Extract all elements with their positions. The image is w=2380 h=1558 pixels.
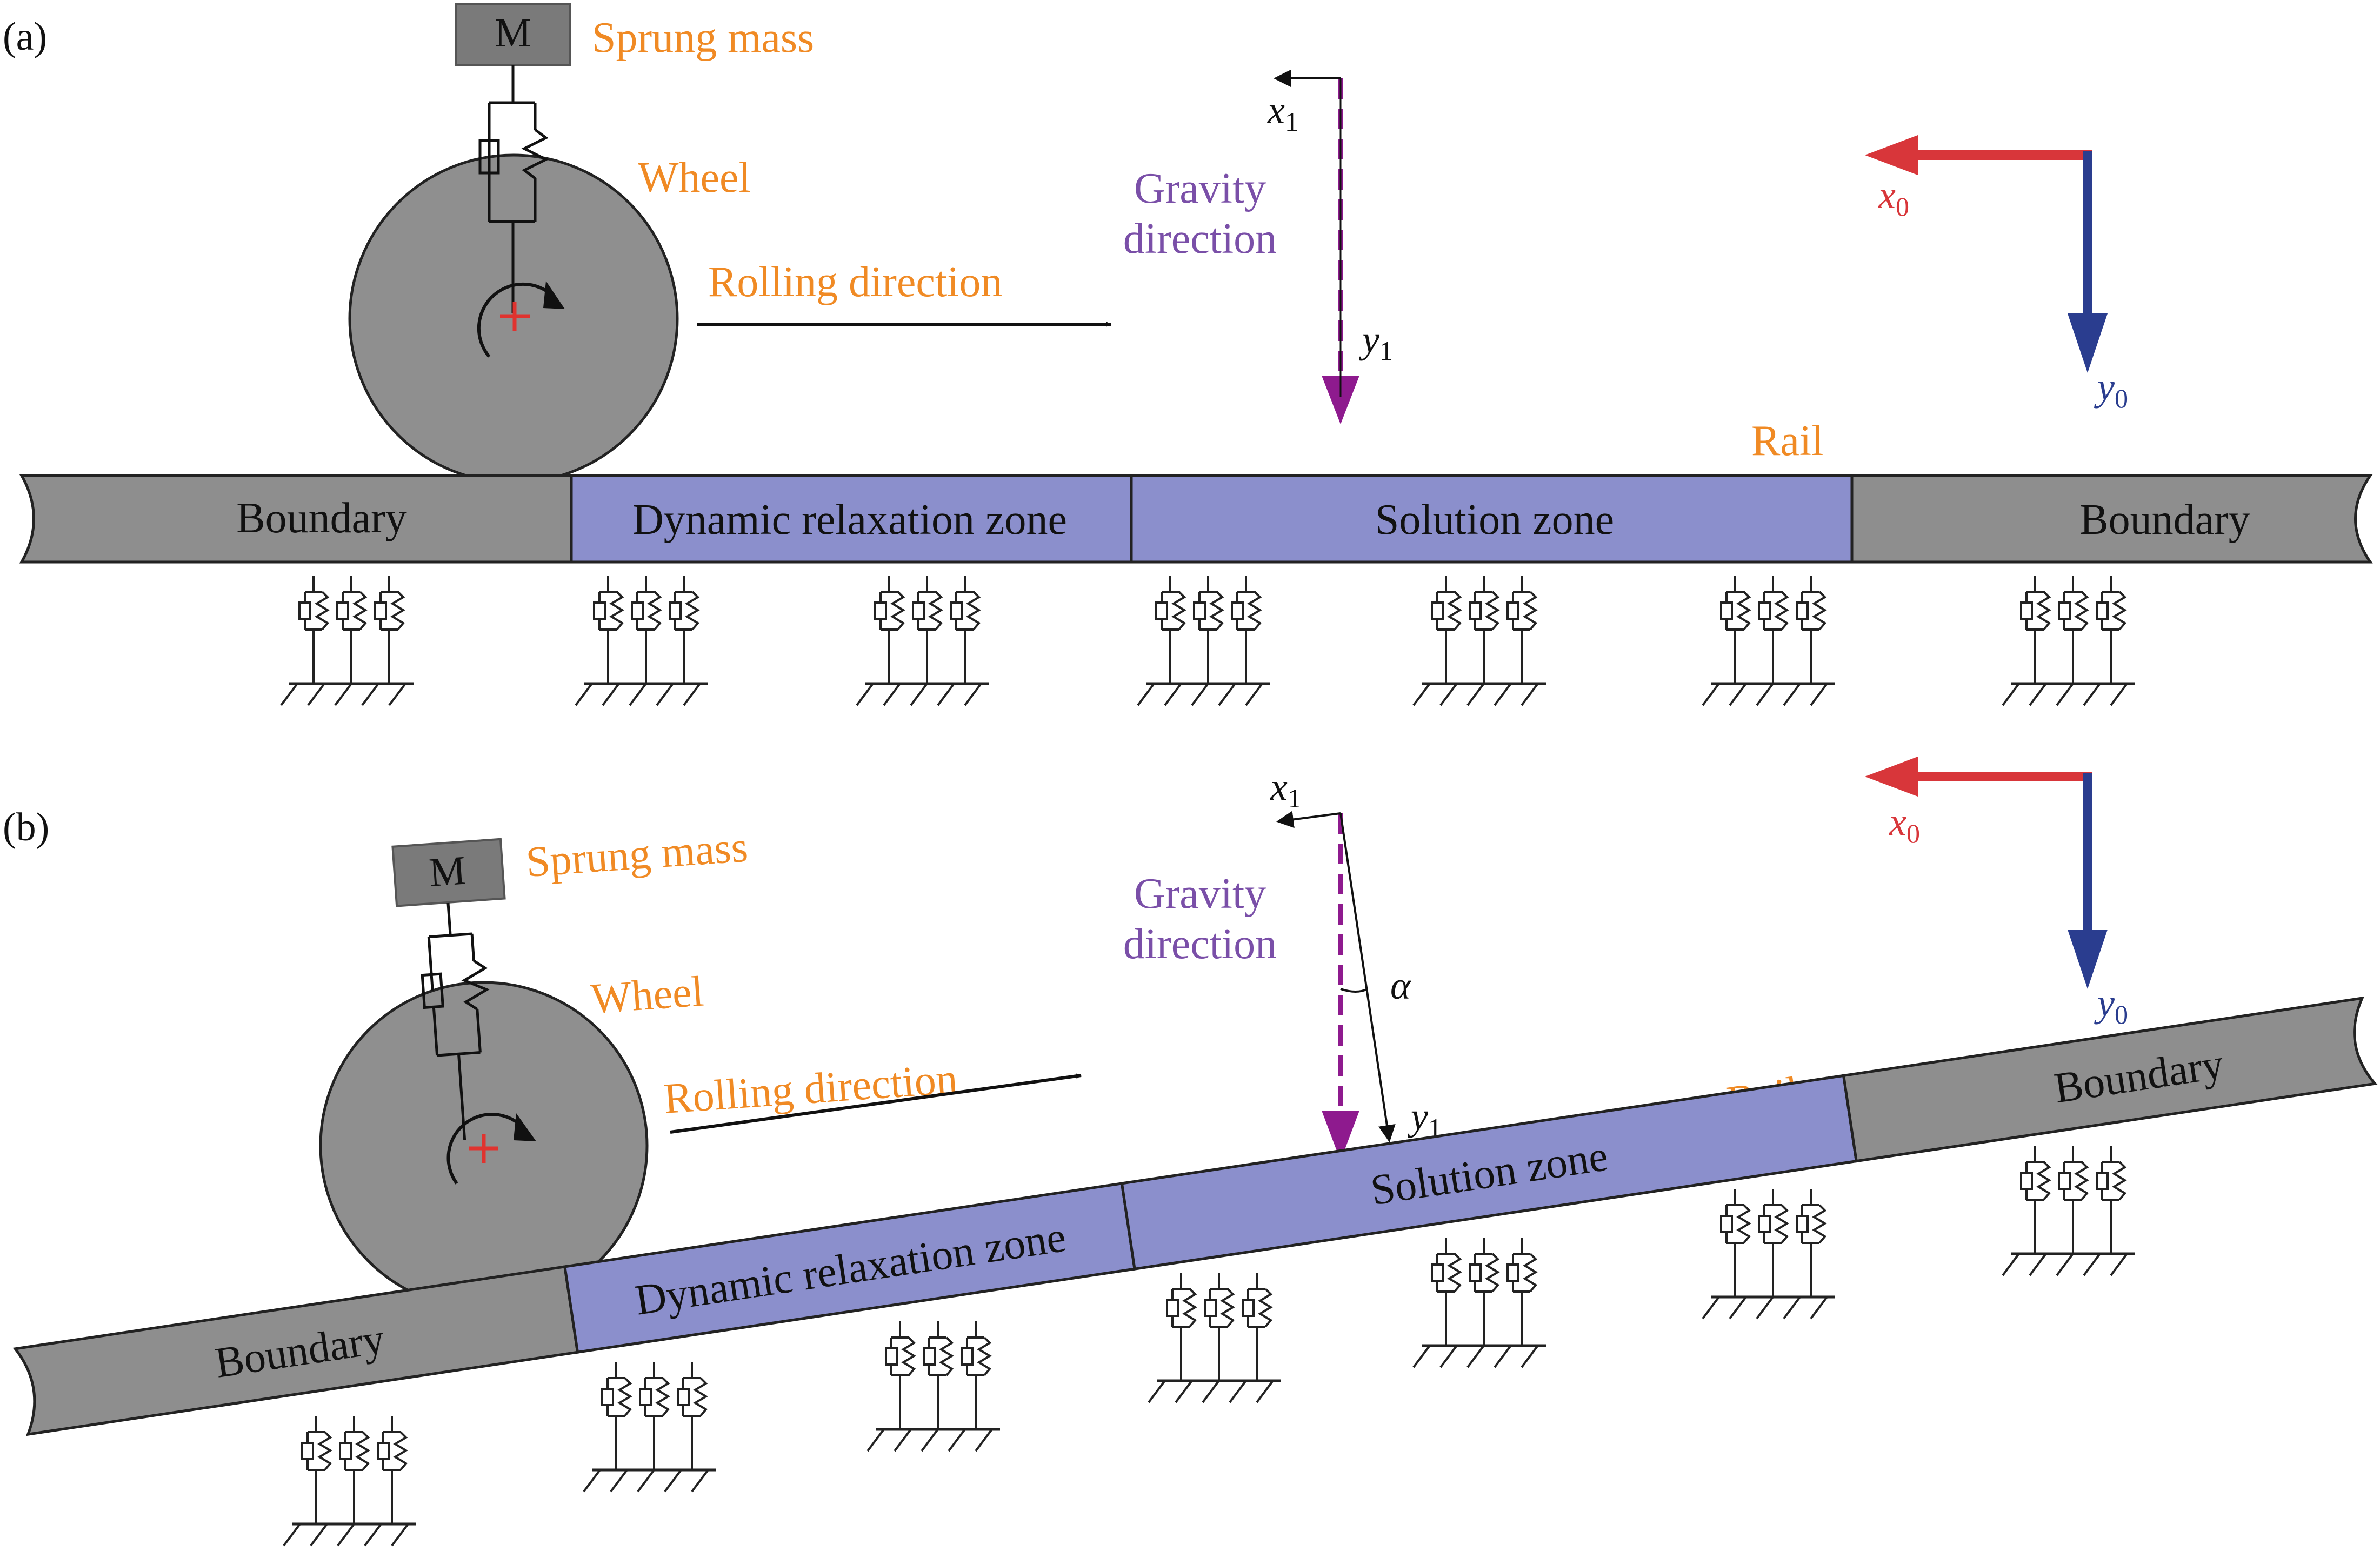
- panel-a-gravity-label-2: direction: [1123, 215, 1277, 263]
- panel-b-gravity-arrowhead: [1322, 1111, 1359, 1161]
- panel-a-zone-boundary-right: [1850, 474, 2373, 564]
- panel-b-sprung-mass-block: [391, 838, 506, 907]
- spring-damper-support: [866, 1321, 1000, 1452]
- panel-a-zone-label-relaxation: Dynamic relaxation zone: [632, 496, 1067, 544]
- panel-a-y0-label: y0: [2094, 365, 2128, 413]
- panel-b-wheel-label: Wheel: [589, 968, 705, 1023]
- panel-b-y1-axis: [1339, 813, 1396, 1142]
- panel-b-wheel-hub-icon: [446, 1113, 536, 1185]
- spring-damper-support: [575, 576, 708, 706]
- panel-a-x0-label: x0: [1878, 173, 1909, 222]
- panel-a-y0-arrowhead: [2068, 313, 2108, 373]
- panel-a-zone-label-boundary-left: Boundary: [236, 494, 407, 542]
- spring-damper-support: [283, 1416, 416, 1547]
- spring-damper-support: [856, 576, 989, 706]
- panel-b-zone-boundary-left: [12, 1265, 579, 1436]
- panel-b-y0-label: y0: [2094, 981, 2128, 1029]
- panel-b-mass-label: M: [428, 848, 467, 896]
- panel-a-sprung-mass-block: [455, 3, 571, 66]
- spring-damper-support: [1702, 576, 1835, 706]
- panel-a-zone-label-solution: Solution zone: [1375, 496, 1614, 544]
- panel-b-rolling-arrow: [670, 1073, 1082, 1134]
- panel-a-rolling-label: Rolling direction: [708, 258, 1002, 306]
- panel-a-zone-solution: [1130, 474, 1854, 564]
- panel-a-sprung-mass-label: Sprung mass: [592, 14, 814, 62]
- panel-a-x1-label: x1: [1267, 89, 1298, 137]
- spring-damper-support: [2002, 576, 2135, 706]
- spring-damper-support: [1148, 1273, 1281, 1403]
- panel-a-supports: [280, 576, 2135, 706]
- panel-a-label: (a): [3, 15, 47, 59]
- panel-b: (b) M Sprung mass Wheel: [3, 757, 2378, 1547]
- panel-b-alpha-label: α: [1390, 964, 1411, 1007]
- panel-b-x1-axis: [1276, 811, 1341, 828]
- panel-a-y1-label: y1: [1358, 318, 1393, 366]
- panel-b-y0-arrowhead: [2068, 930, 2108, 989]
- panel-b-label: (b): [3, 805, 49, 850]
- spring-damper-support: [1702, 1189, 1835, 1320]
- panel-b-gravity-label-2: direction: [1123, 920, 1277, 968]
- spring-damper-support: [1137, 576, 1270, 706]
- panel-b-zone-boundary-right: [1842, 996, 2378, 1163]
- panel-a-wheel-label: Wheel: [638, 154, 751, 202]
- panel-b-x0-label: x0: [1889, 800, 1920, 848]
- panel-b-gravity-label-1: Gravity: [1134, 870, 1266, 918]
- panel-b-supports: [283, 1146, 2135, 1547]
- panel-a-zone-boundary-left: [19, 474, 573, 564]
- panel-a-zone-label-boundary-right: Boundary: [2079, 496, 2250, 544]
- panel-a-zone-relaxation: [570, 474, 1133, 564]
- panel-a-gravity-arrowhead: [1322, 376, 1359, 424]
- panel-b-x1-label: x1: [1270, 765, 1301, 813]
- spring-damper-support: [280, 576, 414, 706]
- panel-a-suspension: [478, 65, 549, 313]
- panel-a-gravity-label-1: Gravity: [1134, 165, 1266, 212]
- panel-a-rail: [19, 474, 2373, 564]
- spring-damper-support: [2002, 1146, 2135, 1276]
- panel-a-rail-label: Rail: [1751, 417, 1823, 465]
- panel-a-mass-label: M: [495, 10, 531, 56]
- panel-a-x0-arrowhead: [1865, 135, 1918, 175]
- spring-damper-support: [1412, 576, 1546, 706]
- spring-damper-support: [583, 1362, 716, 1493]
- panel-b-x0-arrowhead: [1865, 757, 1918, 797]
- panel-a-wheel-hub-icon: [477, 281, 565, 358]
- panel-b-alpha-arc: [1340, 988, 1368, 993]
- panel-b-sprung-mass-label: Sprung mass: [524, 823, 749, 886]
- panel-b-suspension: [421, 902, 490, 1141]
- spring-damper-support: [1412, 1238, 1546, 1368]
- panel-a: (a) M Sprung mass Wheel: [3, 3, 2373, 706]
